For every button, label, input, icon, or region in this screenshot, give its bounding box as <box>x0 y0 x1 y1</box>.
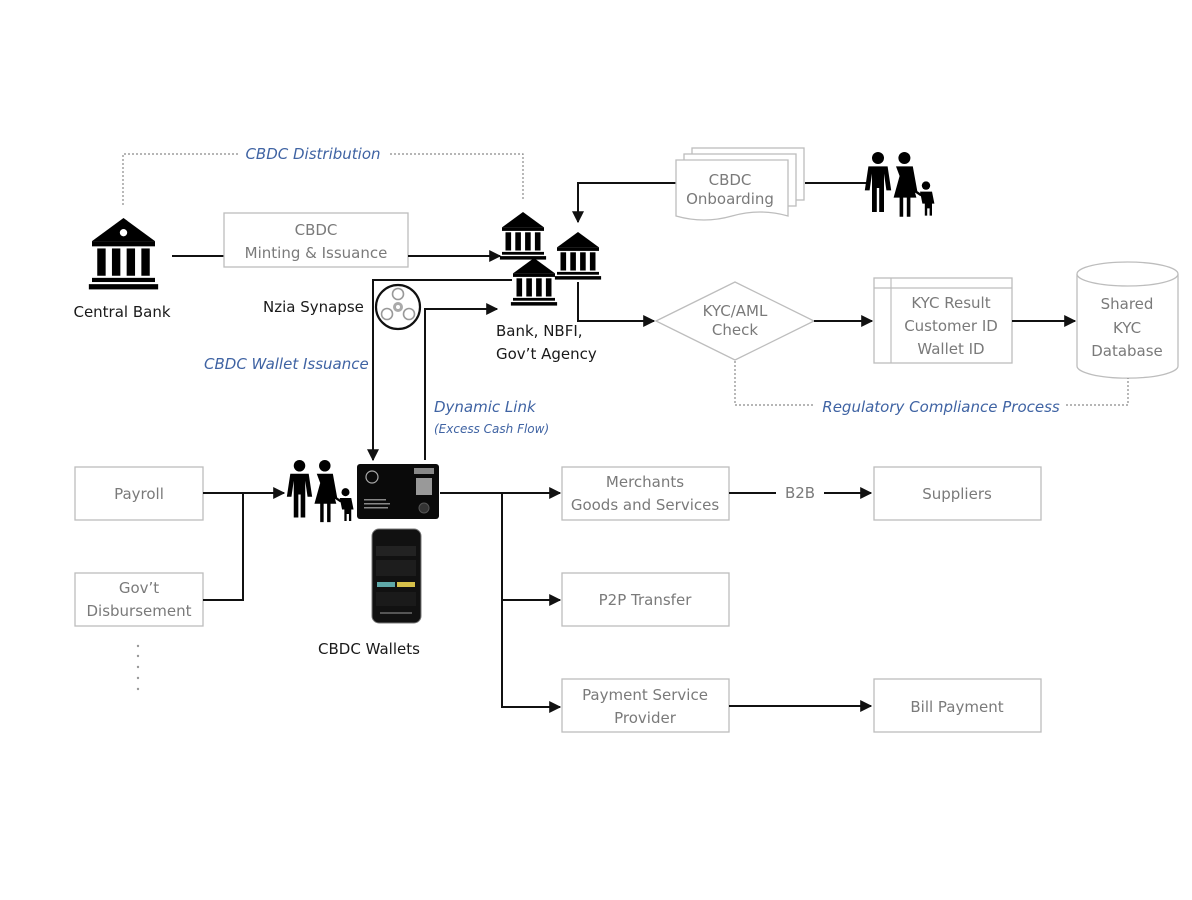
p2p-label: P2P Transfer <box>599 591 693 609</box>
merchants-line2: Goods and Services <box>571 496 720 514</box>
wallet-issuance-arrow <box>367 279 512 462</box>
family-icon <box>863 150 936 219</box>
onboarding-arrow <box>572 182 676 224</box>
bank-icon-3 <box>510 258 558 306</box>
dynamic-link-sublabel: (Excess Cash Flow) <box>434 422 549 436</box>
compliance-connector <box>734 361 815 406</box>
onboarding-line2: Onboarding <box>686 190 774 208</box>
kyc-arrow <box>577 282 656 327</box>
gov-disb-line1: Gov’t <box>119 579 159 597</box>
psp-arrow <box>501 493 562 713</box>
banks-label-line2: Gov’t Agency <box>496 345 597 363</box>
suppliers-box[interactable] <box>873 466 1042 521</box>
cbdc-distribution-label: CBDC Distribution <box>245 145 380 163</box>
p2p-transfer-box[interactable] <box>561 572 730 627</box>
distribution-connector <box>122 153 238 205</box>
gov-disb-line2: Disbursement <box>87 602 192 620</box>
minting-line2: Minting & Issuance <box>245 244 388 262</box>
compliance-connector-right <box>1066 378 1129 406</box>
distribution-connector-right <box>390 153 524 200</box>
shared-kyc-database-cylinder[interactable] <box>1076 261 1179 379</box>
bank-icon-2 <box>554 232 602 280</box>
wallet-issuance-label: CBDC Wallet Issuance <box>204 355 369 373</box>
bill-payment-box[interactable] <box>873 678 1042 733</box>
more-sources-ellipsis <box>136 644 140 691</box>
onboarding-line1: CBDC <box>709 171 752 189</box>
central-bank-label: Central Bank <box>73 303 170 321</box>
dynamic-link-arrow <box>424 303 499 460</box>
synapse-label: Nzia Synapse <box>263 298 364 316</box>
payroll-label: Payroll <box>114 485 164 503</box>
cbdc-card-icon <box>357 464 439 519</box>
dynamic-link-label: Dynamic Link <box>434 398 537 416</box>
central-bank-icon <box>88 218 159 290</box>
kyc-result-line2: Customer ID <box>904 317 998 335</box>
kyc-check-line1: KYC/AML <box>703 302 768 320</box>
shared-db-line2: KYC <box>1113 319 1141 337</box>
suppliers-label: Suppliers <box>922 485 992 503</box>
minting-line1: CBDC <box>295 221 338 239</box>
wallet-phone-icon <box>371 528 422 624</box>
banks-label-line1: Bank, NBFI, <box>496 322 583 340</box>
kyc-result-line1: KYC Result <box>911 294 990 312</box>
psp-line2: Provider <box>614 709 677 727</box>
psp-line1: Payment Service <box>582 686 708 704</box>
shared-db-line1: Shared <box>1101 295 1154 313</box>
kyc-result-table[interactable] <box>873 277 1013 364</box>
gov-disbursement-connector <box>203 493 244 601</box>
onboarding-document-stack[interactable] <box>675 147 805 221</box>
compliance-label: Regulatory Compliance Process <box>822 398 1060 416</box>
payroll-box[interactable] <box>74 466 204 521</box>
bank-icon-1 <box>499 212 547 260</box>
synapse-spinner-icon <box>374 283 422 331</box>
merchants-line1: Merchants <box>606 473 684 491</box>
kyc-check-line2: Check <box>712 321 758 339</box>
kyc-result-line3: Wallet ID <box>917 340 984 358</box>
cbdc-wallets-label: CBDC Wallets <box>318 640 420 658</box>
bill-payment-label: Bill Payment <box>910 698 1003 716</box>
shared-db-line3: Database <box>1091 342 1163 360</box>
gov-disbursement-box[interactable] <box>74 572 204 627</box>
b2b-label: B2B <box>785 484 815 502</box>
family-icon <box>285 458 355 524</box>
minting-issuance-box[interactable] <box>223 212 409 268</box>
